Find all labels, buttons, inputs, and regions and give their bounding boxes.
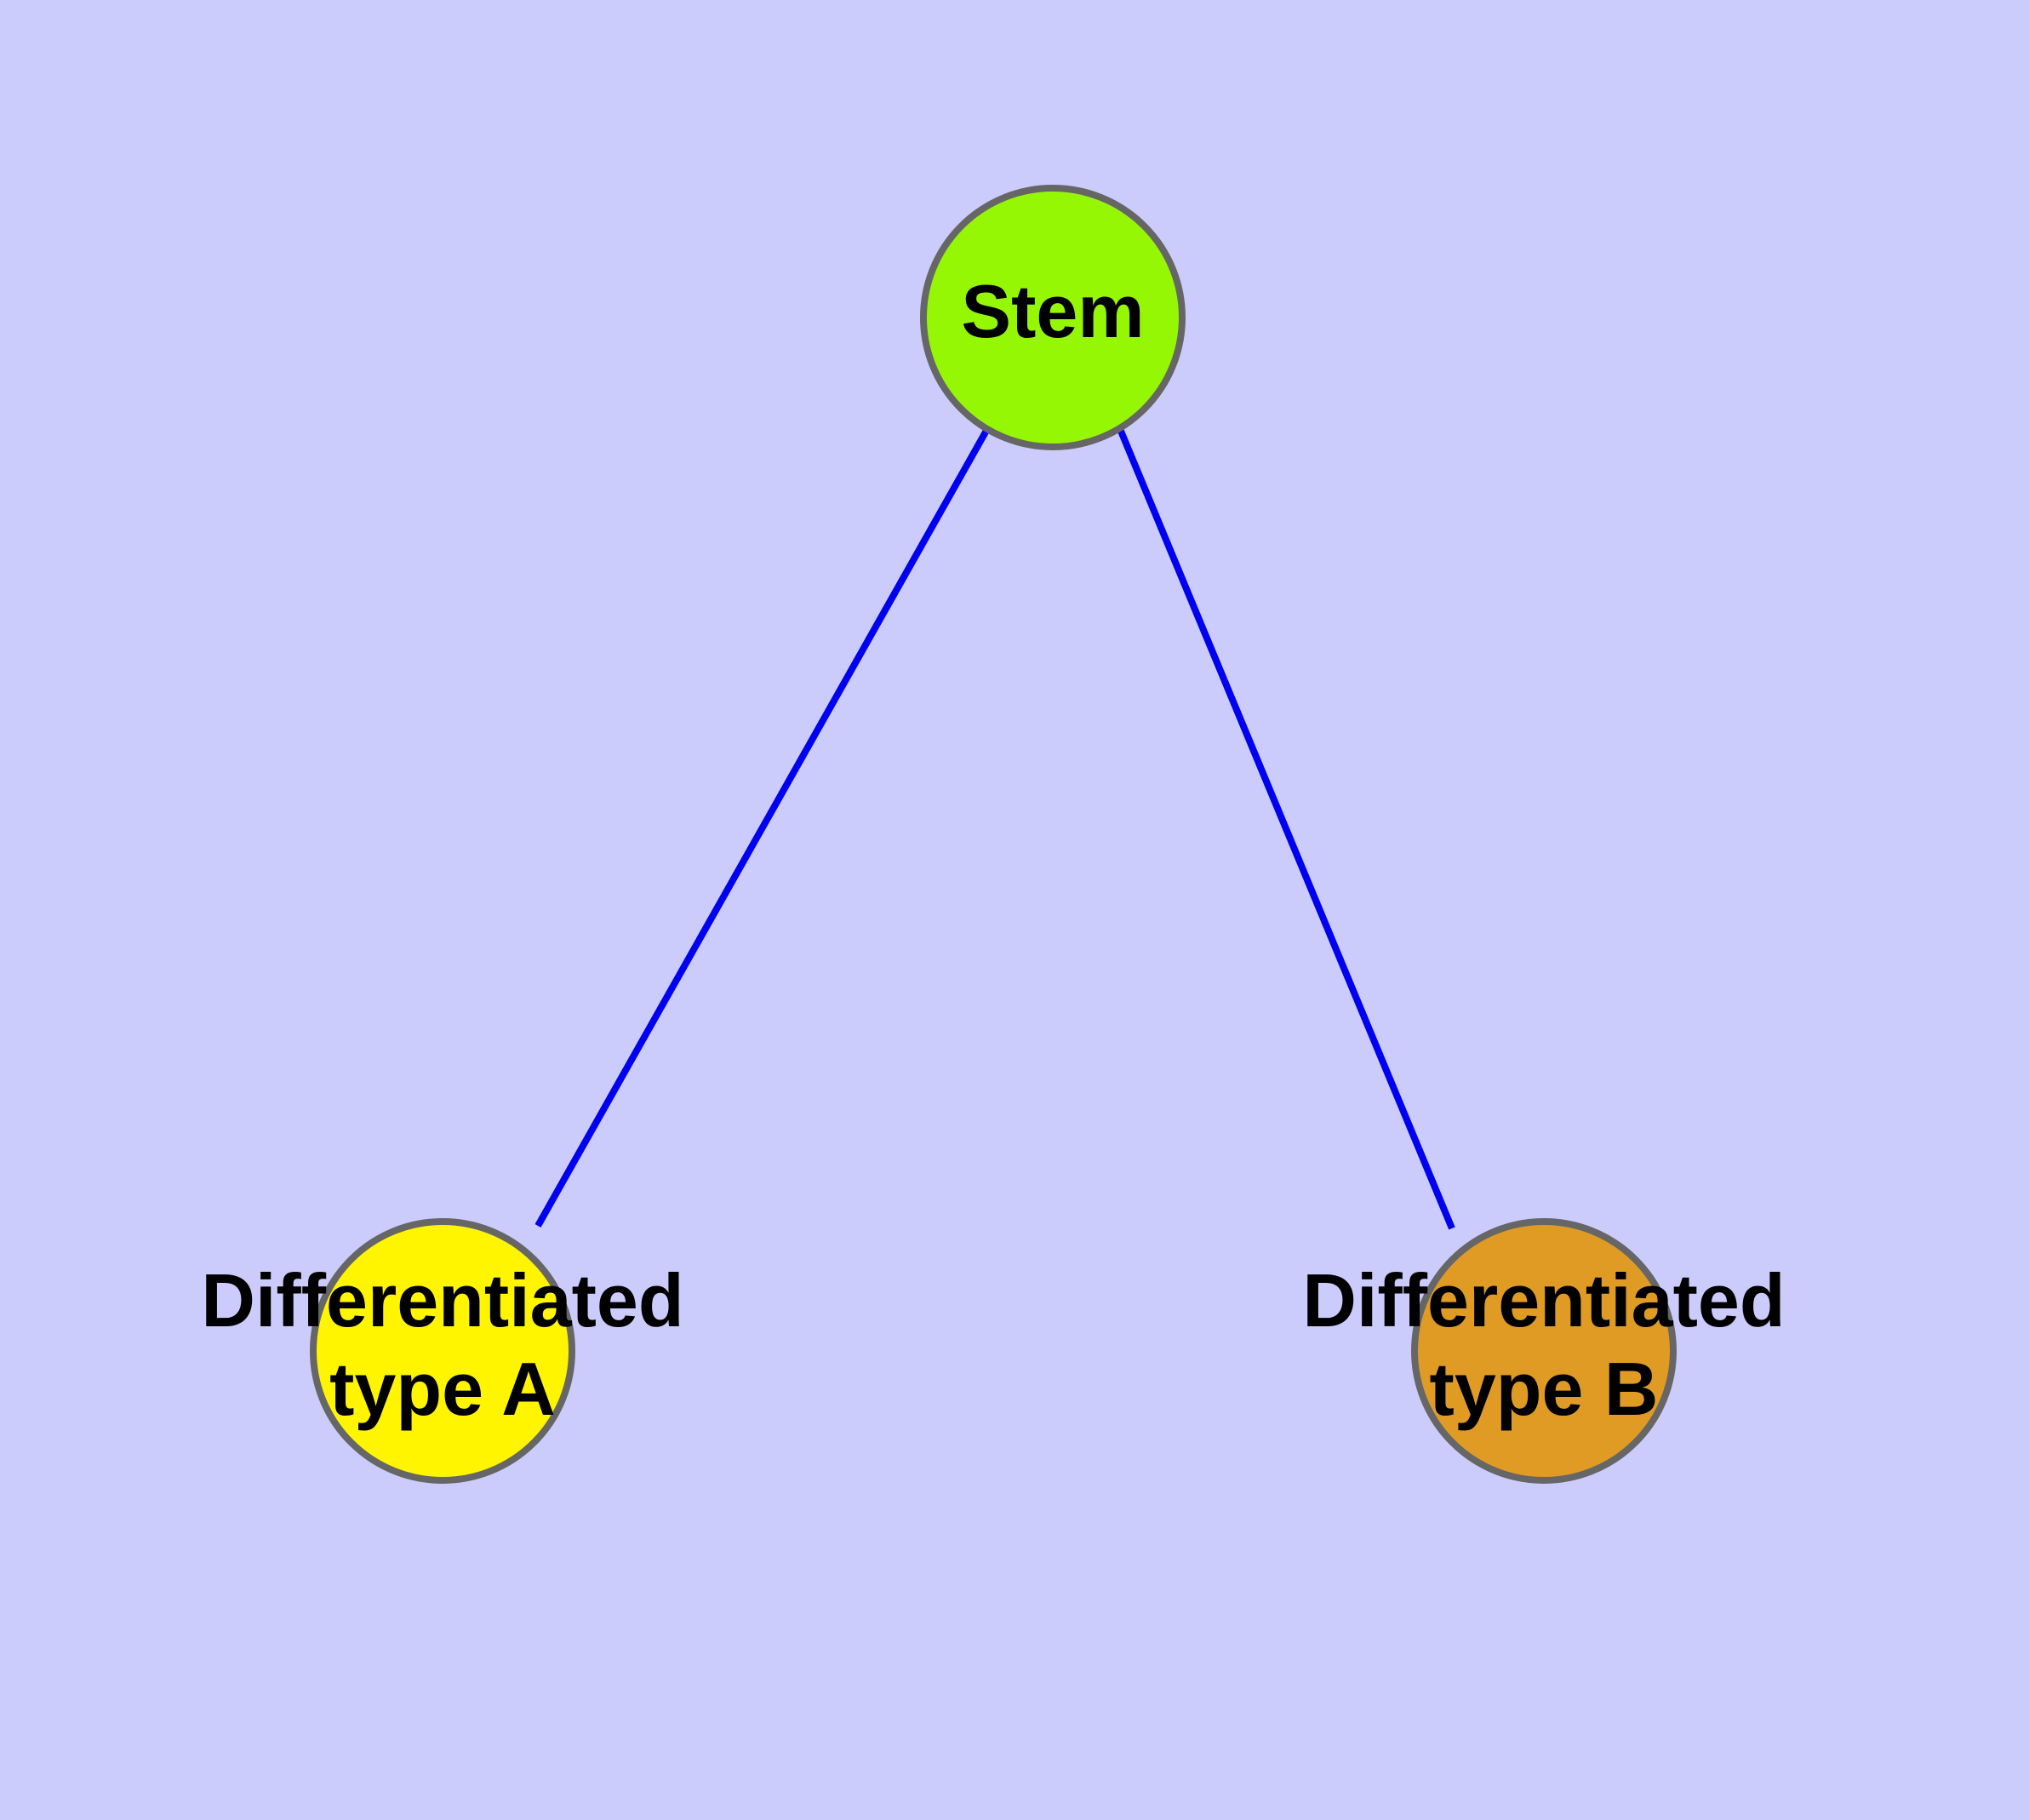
- node-label-line: Differentiated: [201, 1258, 683, 1342]
- node-label-line: type B: [1430, 1347, 1659, 1431]
- nodes-layer: [310, 185, 1677, 1484]
- node-label-line: Differentiated: [1302, 1258, 1785, 1342]
- node-label-line: type A: [329, 1347, 556, 1431]
- node-circle-stem[interactable]: [920, 185, 1186, 450]
- edge-stem-to-differentiated-type-a[interactable]: [534, 427, 991, 1228]
- node-label-line: Stem: [961, 269, 1144, 353]
- node-label-stem: Stem: [961, 269, 1144, 353]
- edges-layer: [534, 427, 1455, 1230]
- node-circle-differentiated-type-b[interactable]: [1411, 1218, 1677, 1484]
- node-circle-differentiated-type-a[interactable]: [310, 1218, 575, 1484]
- node-stem[interactable]: [920, 185, 1186, 450]
- node-differentiated-type-b[interactable]: [1411, 1218, 1677, 1484]
- node-differentiated-type-a[interactable]: [310, 1218, 575, 1484]
- edge-stem-to-differentiated-type-b[interactable]: [1117, 427, 1455, 1230]
